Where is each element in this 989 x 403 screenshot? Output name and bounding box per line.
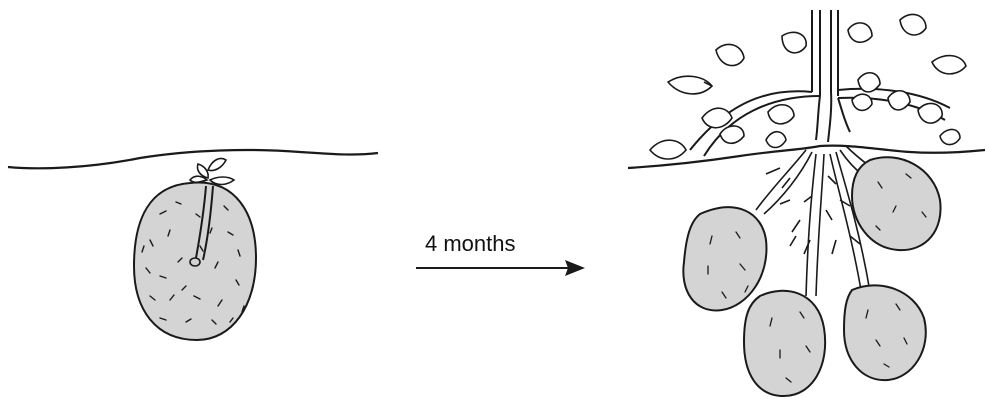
sprout-eye: [190, 258, 200, 266]
leaf: [852, 94, 872, 110]
growth-arrow: [416, 260, 585, 276]
tuber-bottom-right: [844, 285, 926, 380]
leaf: [900, 14, 926, 35]
leaf: [650, 140, 686, 159]
leaf: [702, 108, 732, 128]
plant-roots: [756, 146, 872, 296]
left-soil-line: [8, 150, 378, 168]
leaf: [668, 76, 712, 94]
leaf: [766, 132, 786, 148]
leaf: [782, 32, 806, 53]
leaf: [940, 129, 960, 144]
leaf: [848, 23, 872, 42]
leaf: [768, 105, 794, 124]
tuber-right-upper: [852, 157, 941, 250]
tuber-bottom-center: [744, 291, 825, 396]
leaf: [932, 56, 966, 74]
seed-potato-stage: [8, 150, 378, 340]
tuber-left: [683, 207, 766, 310]
leaf: [716, 44, 744, 65]
arrow-label: 4 months: [425, 231, 565, 257]
leaf: [720, 126, 744, 143]
leaf: [858, 73, 880, 92]
leaf: [918, 103, 942, 123]
plant-leaves: [650, 14, 966, 159]
leaf: [888, 91, 910, 110]
sprout-leaves: [190, 158, 234, 184]
grown-plant-stage: [628, 10, 985, 396]
